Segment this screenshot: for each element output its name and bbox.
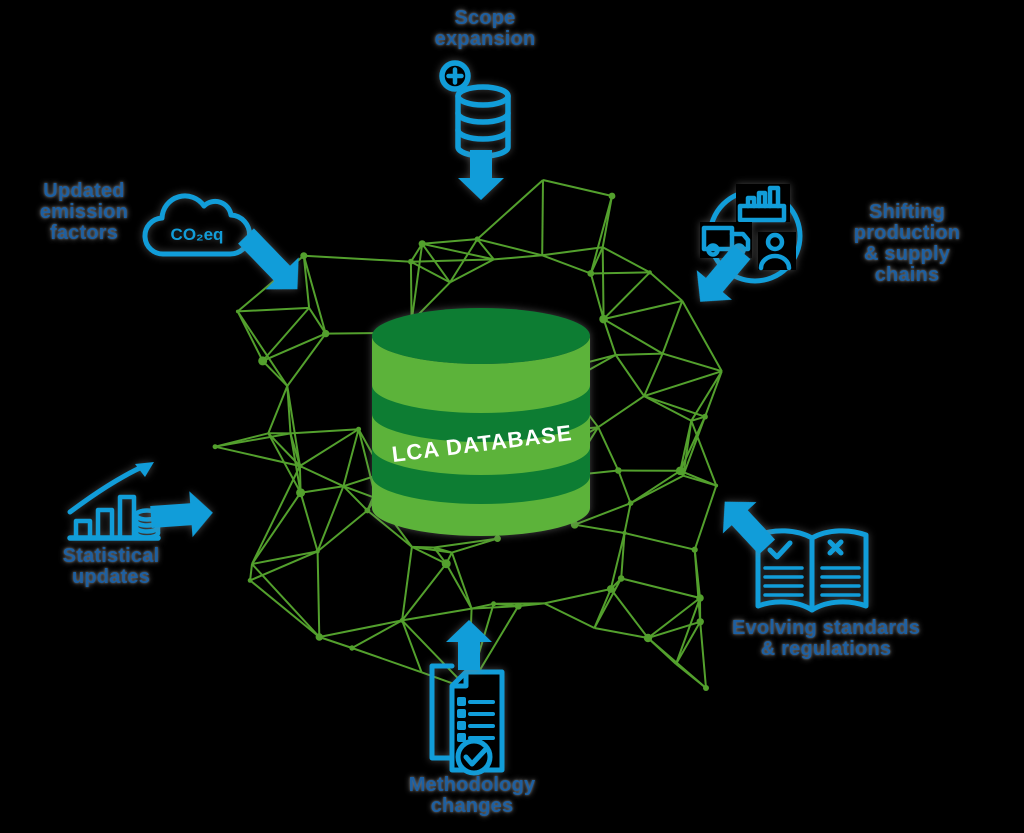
lca-database-cylinder: LCA DATABASE [372, 308, 590, 536]
arrow-statistical-updates [150, 491, 213, 538]
co2eq-text: CO₂eq [171, 225, 224, 244]
label-updated-emission-factors: Updated emission factors [39, 180, 129, 244]
bar-chart-growth-icon [67, 462, 161, 541]
arrow-methodology-changes [446, 620, 492, 670]
arrow-shifting-production [696, 244, 751, 302]
co2-cloud-icon: CO₂eq [142, 193, 253, 257]
arrow-scope-expansion [458, 150, 504, 200]
supply-chain-cycle-icon [700, 184, 803, 284]
label-methodology-changes: Methodology changes [408, 774, 536, 817]
arrow-evolving-standards [722, 501, 776, 555]
standards-book-icon [755, 528, 869, 613]
label-statistical-updates: Statistical updates [62, 545, 160, 588]
document-checklist-icon [429, 663, 505, 776]
label-shifting-production: Shifting production & supply chains [853, 201, 961, 286]
database-plus-icon [439, 60, 511, 159]
arrow-updated-emission-factors [238, 228, 299, 290]
label-scope-expansion: Scope expansion [434, 7, 536, 50]
label-evolving-standards: Evolving standards & regulations [731, 617, 921, 660]
